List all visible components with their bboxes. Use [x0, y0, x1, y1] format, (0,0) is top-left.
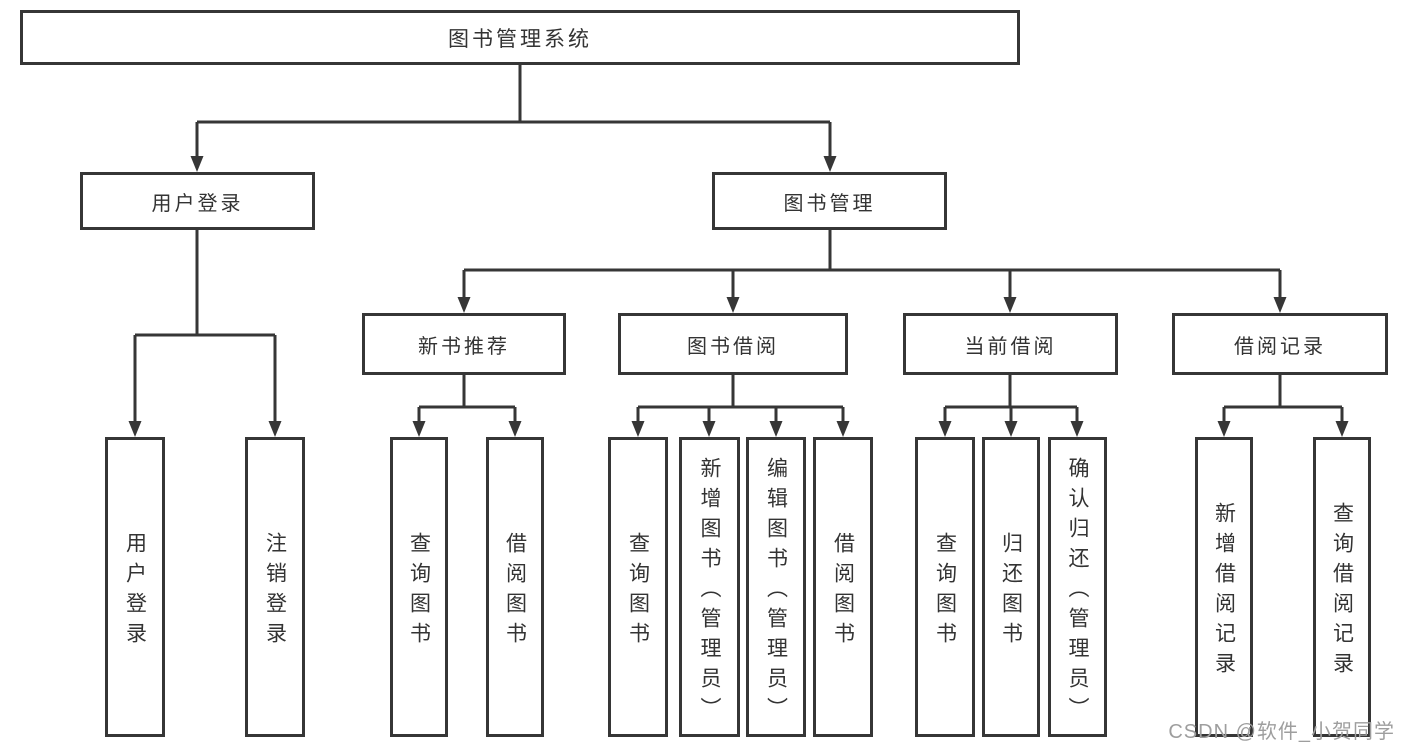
node-label: 归还图书 [999, 531, 1023, 652]
leaf-query-borrow-record: 查询借阅记录 [1313, 437, 1371, 737]
node-label: 新增图书（管理员） [698, 456, 721, 727]
node-borrowing-records: 借阅记录 [1172, 313, 1388, 375]
node-book-management: 图书管理 [712, 172, 947, 230]
node-label: 编辑图书（管理员） [764, 456, 788, 727]
node-label: 图书借阅 [687, 335, 779, 358]
node-new-book-recommend: 新书推荐 [362, 313, 566, 375]
node-label: 用户登录 [123, 531, 147, 652]
node-label: 确认归还（管理员） [1066, 456, 1089, 727]
leaf-query-books-recommend: 查询图书 [390, 437, 448, 737]
leaf-query-books-borrowing: 查询图书 [608, 437, 668, 737]
node-label: 新增借阅记录 [1212, 501, 1236, 682]
node-label: 借阅记录 [1234, 335, 1326, 358]
leaf-logout: 注销登录 [245, 437, 305, 737]
node-label: 注销登录 [263, 531, 287, 652]
node-label: 当前借阅 [964, 335, 1057, 358]
node-label: 借阅图书 [503, 531, 527, 652]
leaf-query-books-current: 查询图书 [915, 437, 975, 737]
leaf-edit-books-admin: 编辑图书（管理员） [746, 437, 806, 737]
node-label: 新书推荐 [418, 335, 510, 358]
leaf-user-login: 用户登录 [105, 437, 165, 737]
node-label: 查询图书 [626, 531, 650, 652]
leaf-borrow-books-borrowing: 借阅图书 [813, 437, 873, 737]
node-current-borrowing: 当前借阅 [903, 313, 1118, 375]
node-library-system: 图书管理系统 [20, 10, 1020, 65]
node-label: 用户登录 [151, 192, 244, 215]
node-label: 查询图书 [407, 531, 431, 652]
leaf-borrow-books-recommend: 借阅图书 [486, 437, 544, 737]
node-label: 查询图书 [933, 531, 957, 652]
leaf-add-books-admin: 新增图书（管理员） [679, 437, 740, 737]
watermark: CSDN @软件_小贺同学 [1168, 721, 1395, 743]
leaf-add-borrow-record: 新增借阅记录 [1195, 437, 1253, 737]
leaf-return-books: 归还图书 [982, 437, 1040, 737]
node-user-login: 用户登录 [80, 172, 315, 230]
node-book-borrowing: 图书借阅 [618, 313, 848, 375]
node-label: 查询借阅记录 [1330, 501, 1354, 682]
leaf-confirm-return-admin: 确认归还（管理员） [1048, 437, 1107, 737]
node-label: 图书管理系统 [448, 27, 592, 51]
node-label: 图书管理 [783, 192, 876, 215]
node-label: 借阅图书 [831, 531, 855, 652]
